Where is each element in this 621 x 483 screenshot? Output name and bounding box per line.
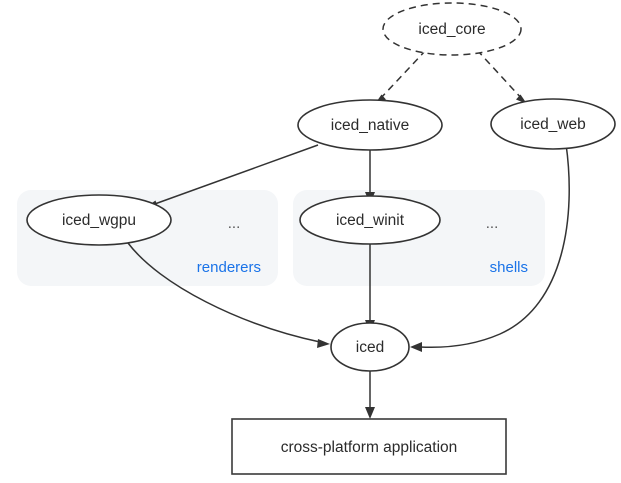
node-iced-label: iced <box>356 339 384 356</box>
cluster-shells-label: shells <box>490 259 528 276</box>
node-iced-shape[interactable] <box>330 322 410 372</box>
node-iced-winit-shape[interactable] <box>299 195 441 245</box>
node-cross-platform-application[interactable]: cross-platform application <box>231 418 507 475</box>
node-iced-native-label: iced_native <box>331 117 409 134</box>
node-iced-web[interactable]: iced_web <box>490 98 616 150</box>
node-application-shape[interactable] <box>231 418 507 475</box>
node-iced-core-label: iced_core <box>418 21 485 38</box>
cluster-shells-ellipsis: ... <box>486 215 499 232</box>
node-iced-core[interactable]: iced_core <box>382 2 522 56</box>
node-iced-web-label: iced_web <box>520 116 586 133</box>
edge-iced-wgpu-to-iced <box>127 242 330 348</box>
node-iced-native[interactable]: iced_native <box>297 99 443 151</box>
node-iced-winit[interactable]: iced_winit <box>299 195 441 245</box>
edge-iced-to-application <box>365 370 375 419</box>
node-iced-native-shape[interactable] <box>297 99 443 151</box>
cluster-renderers-ellipsis: ... <box>228 215 241 232</box>
edge-iced-core-to-iced-native <box>375 49 427 104</box>
node-iced-wgpu[interactable]: iced_wgpu <box>26 194 172 246</box>
node-iced[interactable]: iced <box>330 322 410 372</box>
edge-iced-web-to-iced <box>410 143 570 352</box>
cluster-renderers-label: renderers <box>197 259 261 276</box>
node-application-label: cross-platform application <box>281 439 458 456</box>
node-iced-web-shape[interactable] <box>490 98 616 150</box>
node-iced-wgpu-shape[interactable] <box>26 194 172 246</box>
edge-iced-core-to-iced-web <box>476 49 527 104</box>
node-iced-wgpu-label: iced_wgpu <box>62 212 136 229</box>
node-iced-winit-label: iced_winit <box>336 212 405 229</box>
node-iced-core-shape[interactable] <box>382 2 522 56</box>
